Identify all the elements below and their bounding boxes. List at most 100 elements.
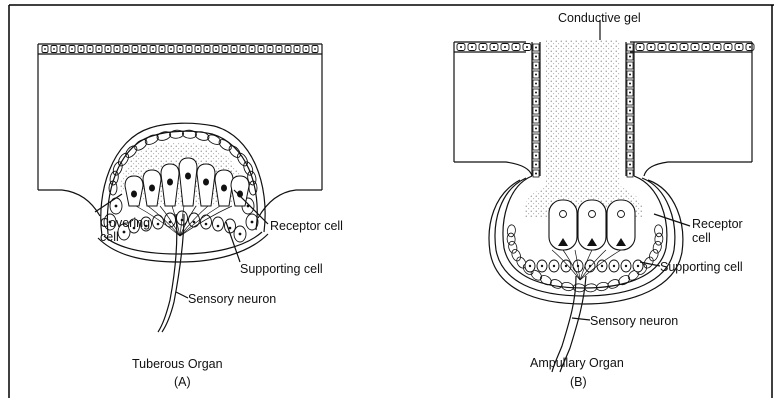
cell-nucleus	[535, 47, 537, 49]
cell-nucleus	[197, 48, 199, 50]
label-covering-line1: Covering	[100, 216, 150, 230]
cell-nucleus	[535, 146, 537, 148]
cell-nucleus	[116, 48, 118, 50]
wall-cell	[648, 248, 660, 262]
cell-nucleus	[535, 65, 537, 67]
supporting-cell	[213, 217, 224, 231]
basal-line-left-a	[38, 190, 100, 216]
cell-nucleus	[727, 46, 729, 48]
cell-nucleus	[529, 265, 531, 267]
cell-nucleus	[535, 119, 537, 121]
cell-nucleus	[296, 48, 298, 50]
label-receptor-b-line2: cell	[692, 231, 743, 245]
cell-nucleus	[287, 48, 289, 50]
epidermis-cell-row-a	[38, 44, 322, 54]
label-covering-line2: cell	[100, 230, 150, 244]
basal-line-right-b	[644, 162, 752, 176]
cell-nucleus	[185, 173, 191, 180]
label-sensory-neuron-b: Sensory neuron	[590, 314, 678, 328]
wall-cell	[655, 233, 664, 245]
cell-nucleus	[694, 46, 696, 48]
caption-letter-a: (A)	[174, 375, 191, 389]
cell-nucleus	[53, 48, 55, 50]
cell-nucleus	[179, 48, 181, 50]
cell-nucleus	[193, 221, 196, 224]
cell-nucleus	[221, 185, 227, 192]
label-covering-cell: Covering cell	[100, 216, 150, 244]
cell-nucleus	[134, 48, 136, 50]
cell-nucleus	[535, 92, 537, 94]
cell-nucleus	[205, 223, 208, 226]
cell-nucleus	[535, 164, 537, 166]
supporting-cell	[225, 219, 236, 233]
cell-nucleus	[269, 48, 271, 50]
cell-nucleus	[683, 46, 685, 48]
leader-receptor-a	[234, 190, 268, 224]
cell-nucleus	[629, 74, 631, 76]
capsule-cell	[227, 144, 242, 160]
cell-nucleus	[535, 128, 537, 130]
cell-nucleus	[629, 137, 631, 139]
wall-cell	[652, 241, 662, 254]
cell-nucleus	[482, 46, 484, 48]
wall-cell	[549, 278, 563, 290]
caption-letter-b: (B)	[570, 375, 587, 389]
cell-nucleus	[661, 46, 663, 48]
cell-nucleus	[625, 265, 627, 267]
cell-nucleus	[637, 265, 639, 267]
cell-nucleus	[71, 48, 73, 50]
receptor-cells-b	[549, 200, 635, 250]
cell-nucleus	[170, 48, 172, 50]
cell-nucleus	[629, 47, 631, 49]
cell-nucleus	[44, 48, 46, 50]
cell-nucleus	[242, 48, 244, 50]
cell-nucleus	[535, 110, 537, 112]
label-supporting-cell-b: Supporting cell	[660, 260, 743, 274]
cell-nucleus	[629, 83, 631, 85]
cell-nucleus	[629, 101, 631, 103]
wall-cell	[508, 241, 518, 254]
wall-cell	[507, 224, 516, 237]
cell-nucleus	[629, 164, 631, 166]
cell-nucleus	[629, 128, 631, 130]
cell-nucleus	[629, 155, 631, 157]
cell-nucleus	[650, 46, 652, 48]
cell-nucleus	[535, 83, 537, 85]
cell-nucleus	[206, 48, 208, 50]
cell-nucleus	[738, 46, 740, 48]
cell-nucleus	[705, 46, 707, 48]
cell-nucleus	[107, 48, 109, 50]
cell-nucleus	[80, 48, 82, 50]
conductive-gel-fill	[524, 40, 643, 218]
cell-nucleus	[161, 48, 163, 50]
basal-line-left-b	[454, 162, 532, 176]
cell-nucleus	[629, 56, 631, 58]
leader-covering	[95, 194, 122, 212]
cell-nucleus	[493, 46, 495, 48]
capsule-cell	[249, 181, 257, 195]
cell-nucleus	[716, 46, 718, 48]
cell-nucleus	[535, 173, 537, 175]
cell-nucleus	[217, 225, 220, 228]
caption-tuberous-organ: Tuberous Organ	[132, 357, 223, 371]
cell-nucleus	[749, 46, 751, 48]
cell-nucleus	[229, 227, 232, 230]
cell-nucleus	[629, 92, 631, 94]
caption-ampullary-organ: Ampullary Organ	[530, 356, 624, 370]
leader-sensory-b	[572, 318, 590, 320]
cell-nucleus	[167, 179, 173, 186]
label-supporting-cell-a: Supporting cell	[240, 262, 323, 276]
cell-nucleus	[535, 74, 537, 76]
cell-nucleus	[515, 46, 517, 48]
wall-cell	[607, 278, 621, 290]
cell-nucleus	[203, 179, 209, 186]
cell-nucleus	[629, 65, 631, 67]
cell-nucleus	[143, 48, 145, 50]
cell-nucleus	[115, 205, 118, 208]
cell-nucleus	[613, 265, 615, 267]
cell-nucleus	[260, 48, 262, 50]
cell-nucleus	[535, 137, 537, 139]
cell-nucleus	[62, 48, 64, 50]
